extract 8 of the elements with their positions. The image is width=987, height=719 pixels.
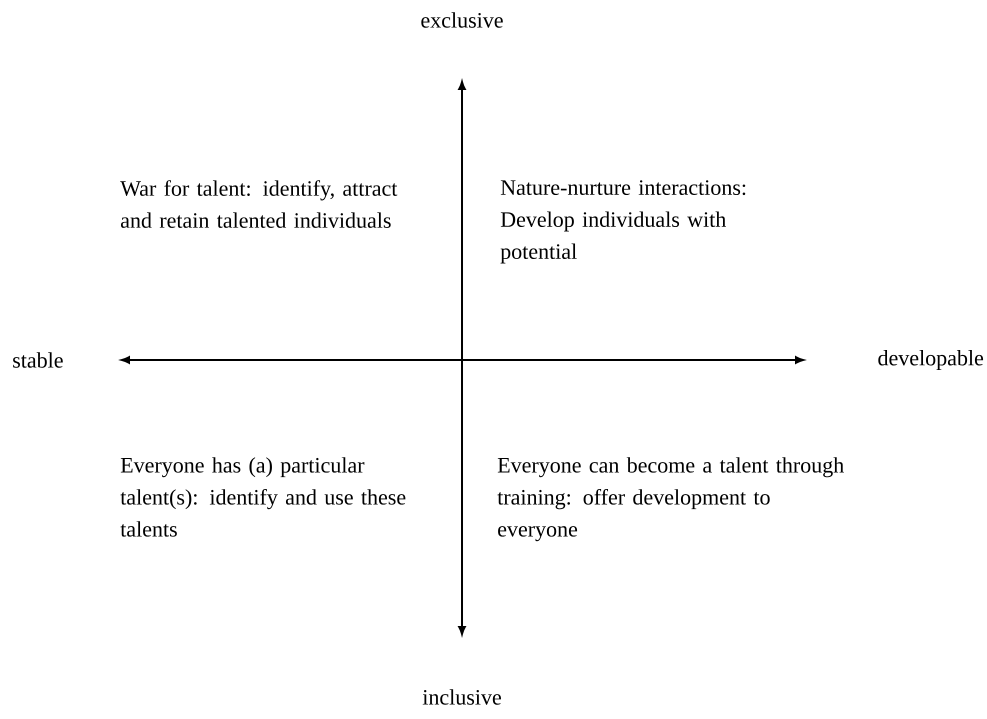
quadrant-text: Nature-nurture interactions: Develop individuals with potential [500,180,746,264]
quadrant-text: Everyone can become a talent through training: offer development to everyone [497,457,844,542]
quadrant-text: Everyone has (a) particular talent(s): identify and use these talents [120,457,406,537]
axis-label: stable [13,352,63,368]
axis-label: exclusive [421,12,503,28]
quadrant-text: War for talent: identify, attract and retain talented individuals [120,180,398,228]
axis-label: inclusive [422,689,501,705]
axis-label: developable [878,350,984,370]
